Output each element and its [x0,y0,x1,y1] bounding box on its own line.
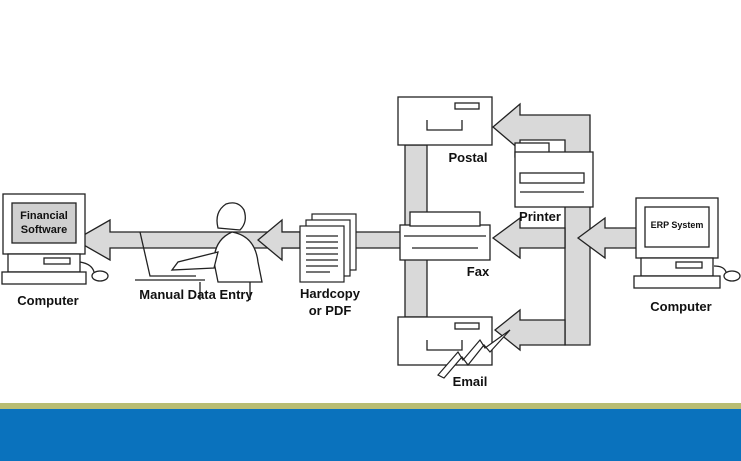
left-screen-line2: Software [21,224,67,236]
fax-device [399,211,491,261]
right-screen-label: ERP System [651,220,704,230]
arrow-to-fax [491,216,566,260]
label-manual-entry: Manual Data Entry [139,287,253,302]
arrow-to-person [256,218,301,262]
arrow-to-email [493,308,566,352]
flow-arrows [73,102,641,352]
label-hardcopy-2: or PDF [309,303,352,318]
document-stack-icon [299,213,357,283]
bottom-band [0,409,741,461]
arrow-from-erp [576,216,641,260]
label-email: Email [453,374,488,389]
arrow-to-postal [491,102,591,346]
label-computer-left: Computer [17,293,78,308]
label-fax: Fax [467,264,490,279]
label-hardcopy-1: Hardcopy [300,286,361,301]
bottom-band-edge [0,403,741,409]
postal-device [397,96,493,146]
label-postal: Postal [448,150,487,165]
printer-device [514,142,594,208]
lightning-icon [437,329,511,379]
computer-left [1,193,109,285]
person-icon [135,202,263,300]
email-device [397,316,493,366]
computer-right [633,197,741,289]
label-computer-right: Computer [650,299,711,314]
left-screen-line1: Financial [20,210,68,222]
label-printer: Printer [519,209,561,224]
